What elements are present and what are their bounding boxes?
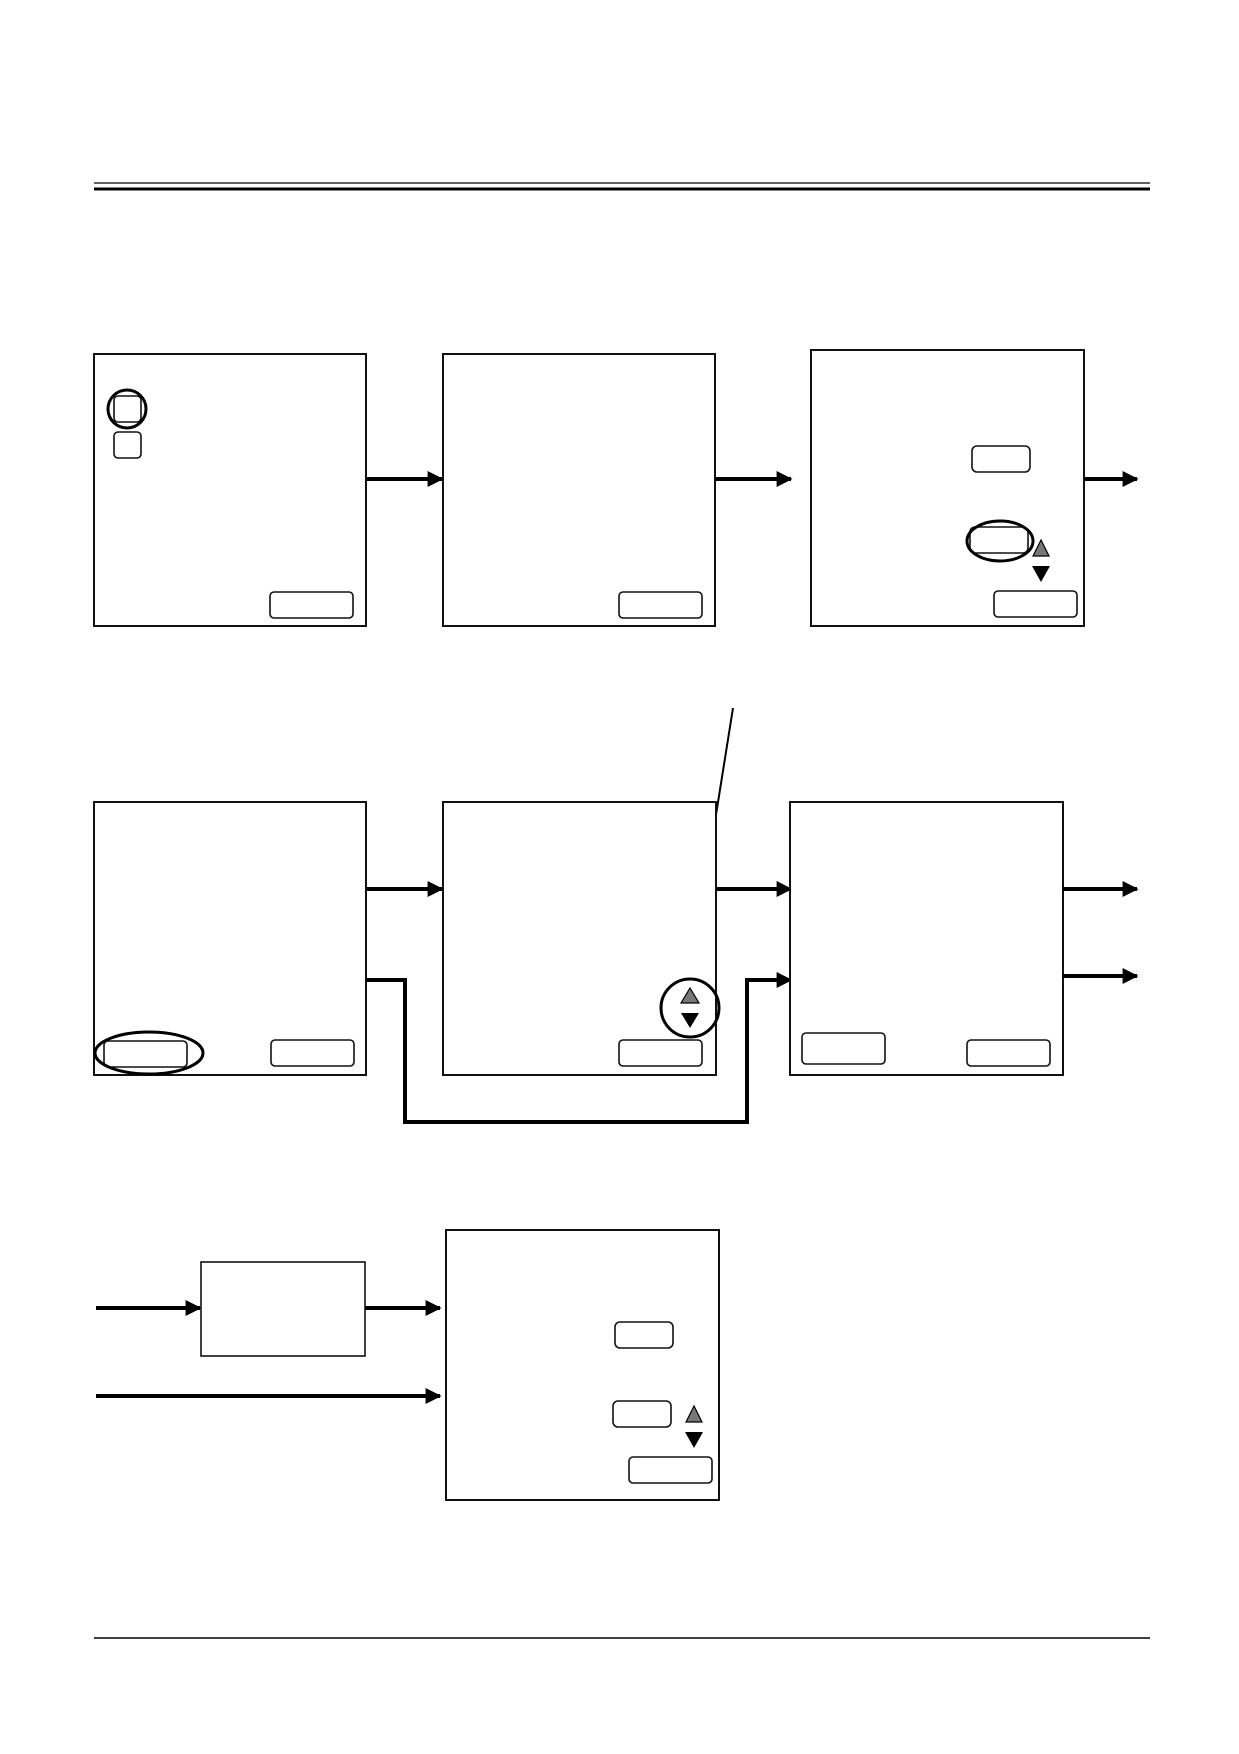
header-rule bbox=[94, 182, 1150, 191]
up-triangle-icon[interactable] bbox=[679, 986, 701, 1004]
screen-2-2 bbox=[442, 801, 721, 1076]
screen-button[interactable] bbox=[966, 1039, 1051, 1067]
value-field-top[interactable] bbox=[614, 1321, 674, 1349]
screen-button[interactable] bbox=[618, 591, 703, 619]
down-triangle-icon[interactable] bbox=[1032, 566, 1050, 582]
screen-button[interactable] bbox=[269, 591, 354, 619]
value-field-top[interactable] bbox=[971, 445, 1031, 473]
small-key-top[interactable] bbox=[113, 395, 142, 423]
screen-button[interactable] bbox=[628, 1456, 713, 1484]
screen-button[interactable] bbox=[270, 1039, 355, 1067]
row-3 bbox=[96, 1229, 720, 1501]
row-1 bbox=[93, 349, 1139, 627]
down-triangle-icon[interactable] bbox=[685, 1432, 703, 1448]
highlight-ring bbox=[106, 388, 148, 430]
value-field-bottom[interactable] bbox=[612, 1400, 672, 1428]
up-triangle-icon[interactable] bbox=[685, 1404, 703, 1423]
up-triangle-icon[interactable] bbox=[1032, 538, 1050, 557]
screen-button[interactable] bbox=[618, 1039, 703, 1067]
process-box bbox=[200, 1261, 366, 1357]
screen-1-3 bbox=[810, 349, 1085, 627]
left-button[interactable] bbox=[801, 1032, 886, 1065]
highlight-ring bbox=[659, 977, 721, 1039]
screen-2-3 bbox=[789, 801, 1064, 1076]
small-key-bottom[interactable] bbox=[113, 431, 142, 459]
highlight-ring bbox=[93, 1030, 205, 1076]
screen-1-1 bbox=[93, 353, 367, 627]
down-triangle-icon[interactable] bbox=[681, 1013, 699, 1028]
screen-3-1 bbox=[445, 1229, 720, 1501]
screen-1-2 bbox=[442, 353, 716, 627]
screen-2-1 bbox=[93, 801, 367, 1076]
row-2 bbox=[93, 801, 1139, 1124]
highlight-ring bbox=[965, 519, 1035, 563]
screen-button[interactable] bbox=[993, 590, 1078, 618]
left-button[interactable] bbox=[103, 1040, 188, 1068]
value-field-bottom[interactable] bbox=[969, 526, 1029, 554]
bypass-path bbox=[366, 972, 793, 1124]
